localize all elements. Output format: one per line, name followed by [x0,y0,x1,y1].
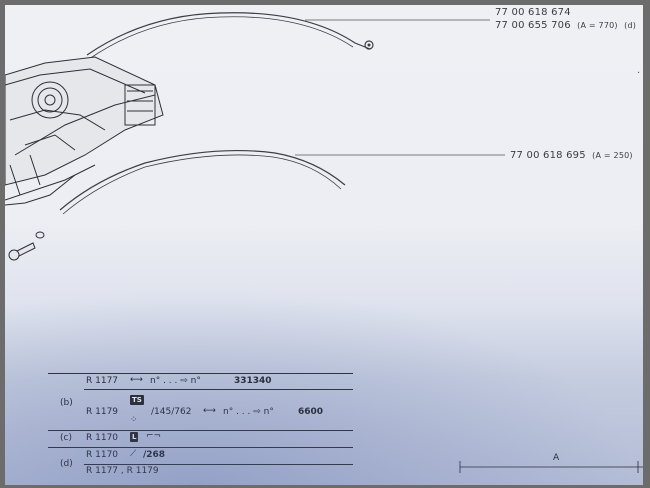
width-arrow-icon: ⟷ [203,406,216,416]
dimension-label: A [553,453,560,463]
window-mechanism [5,56,164,206]
top-part-number-a: 77 00 618 674 [495,7,571,18]
angle-icon: ⟋ [130,449,137,459]
table-row: (c) R 1170 L ⌐¬ [60,431,162,443]
table-row: TS R 1179 ⁘ /145/762 ⟷ n° . . . ⇨ n° 660… [86,395,324,425]
door-handle-icon: ⌐¬ [146,431,162,441]
table-row: R 1177 ⟷ n° . . . ⇨ n° 331340 [86,375,272,386]
table-row: (d) R 1170 ⟋ /268 R 1177 , R 1179 [60,449,166,476]
mid-part-note: (A = 250) [592,151,633,160]
width-arrow-icon: ⟷ [130,375,143,385]
cable-end-nut [364,40,374,50]
top-part-note: (A = 770) [577,21,618,30]
margin-dot: . [637,65,641,76]
top-part-number-b: 77 00 655 706 (A = 770) (d) [495,20,637,31]
mid-part-number: 77 00 618 695 (A = 250) [510,150,633,161]
row-label-b: (b) [60,398,73,408]
exploded-parts-drawing [5,12,643,473]
l-badge: L [130,432,139,442]
ts-badge: TS [130,395,144,405]
lower-cable [59,149,346,211]
upper-cable [86,12,371,56]
parts-catalog-sheet: 77 00 618 674 77 00 655 706 (A = 770) (d… [5,5,643,485]
grid-icon: ⁘ [130,415,138,425]
screw [8,231,45,261]
top-part-code: (d) [624,21,637,30]
